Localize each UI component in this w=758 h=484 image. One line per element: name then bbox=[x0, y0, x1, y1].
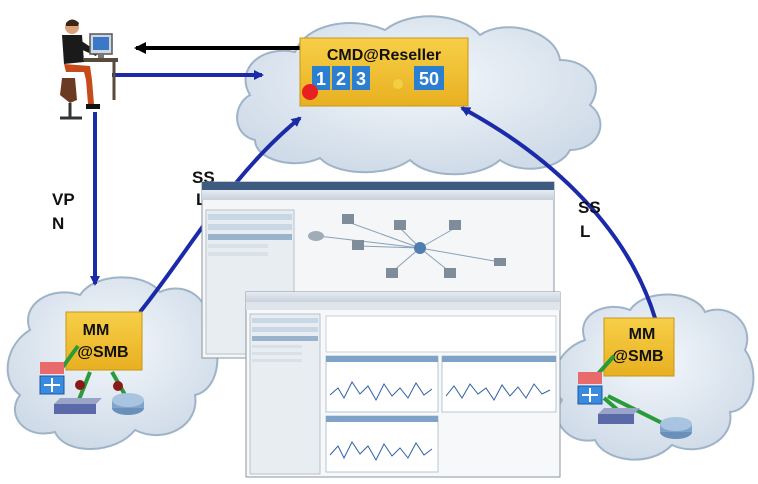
smb-left-devices bbox=[39, 344, 144, 415]
counter-50: 50 bbox=[419, 69, 439, 89]
reseller-title: CMD@Reseller bbox=[327, 47, 441, 64]
dashboard-screenshot bbox=[245, 291, 561, 478]
ssl-right-link bbox=[460, 106, 657, 319]
counter-badges: 1 2 3 50 bbox=[312, 66, 444, 90]
ssl-right-label-line1: SS bbox=[578, 198, 601, 217]
smb-right-devices bbox=[577, 354, 692, 439]
counter-3: 3 bbox=[356, 69, 366, 89]
smb-right-title-line2: @SMB bbox=[612, 348, 663, 365]
vpn-label-line2: N bbox=[52, 214, 64, 233]
counter-2: 2 bbox=[336, 69, 346, 89]
switch-stack-icon bbox=[54, 398, 102, 404]
alert-dot-icon bbox=[302, 84, 318, 100]
smb-left-box: MM @SMB bbox=[65, 311, 143, 371]
ssl-left-label-line2: L bbox=[196, 190, 206, 209]
status-dot-icon bbox=[393, 79, 403, 89]
user-at-computer-icon bbox=[60, 19, 118, 120]
ssl-right-label-line2: L bbox=[580, 222, 590, 241]
smb-right-box: MM @SMB bbox=[603, 317, 675, 377]
vpn-label-line1: VP bbox=[52, 190, 75, 209]
smb-left-title-line1: MM bbox=[83, 322, 110, 339]
smb-right-title-line1: MM bbox=[629, 326, 656, 343]
counter-1: 1 bbox=[316, 69, 326, 89]
smb-left-title-line2: @SMB bbox=[77, 344, 128, 361]
reseller-box: CMD@Reseller 1 2 3 50 bbox=[299, 37, 469, 107]
firewall-icon bbox=[40, 362, 64, 374]
